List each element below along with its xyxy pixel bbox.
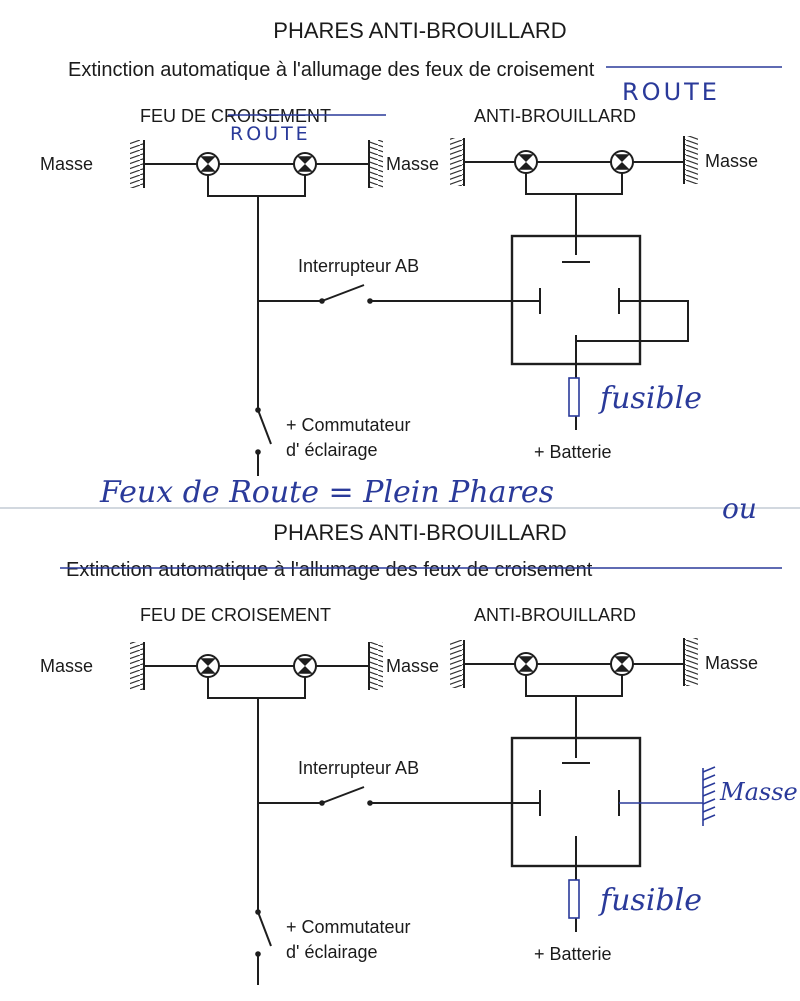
top-subtitle: Extinction automatique à l'allumage des …: [68, 59, 595, 81]
top-title: PHARES ANTI-BROUILLARD: [273, 18, 566, 43]
switch-lever: [257, 911, 272, 947]
top-label-feu: FEU DE CROISEMENT: [140, 106, 331, 126]
top-label-feu-prefix: FEU DE: [140, 106, 211, 126]
ground-hatch-icon: [369, 140, 383, 188]
wire: [576, 300, 689, 342]
switch-lever: [321, 284, 365, 302]
wire: [207, 677, 306, 699]
lamp-icon: [610, 150, 634, 174]
top-commutateur-line2: d' éclairage: [286, 440, 378, 460]
bottom-masse-handwritten: Masse: [719, 778, 798, 806]
fuse-icon: [568, 879, 580, 919]
bottom-fuse-handwritten: fusible: [598, 883, 702, 918]
bottom-switch-label: Interrupteur AB: [298, 758, 419, 778]
top-masse-left: Masse: [40, 154, 93, 174]
ground-hatch-icon: [450, 640, 464, 688]
top-batterie: + Batterie: [534, 442, 612, 462]
wire: [207, 175, 306, 197]
ground-hatch-icon: [130, 140, 144, 188]
bottom-masse-left: Masse: [40, 656, 93, 676]
handwritten-or: ou: [722, 492, 757, 525]
bottom-masse-middle: Masse: [386, 656, 439, 676]
handwritten-ground-icon: [702, 766, 716, 821]
ground-hatch-icon: [684, 136, 698, 184]
switch-lever: [257, 409, 272, 445]
top-label-feu-handwritten-route: ROUTE: [230, 123, 311, 145]
bottom-batterie: + Batterie: [534, 944, 612, 964]
lamp-icon: [293, 152, 317, 176]
lamp-icon: [514, 150, 538, 174]
wire: [525, 675, 623, 697]
bottom-label-antibrouillard: ANTI-BROUILLARD: [474, 605, 636, 625]
lamp-icon: [514, 652, 538, 676]
lamp-icon: [610, 652, 634, 676]
top-subtitle-struck: de croisement: [469, 59, 595, 81]
top-masse-middle: Masse: [386, 154, 439, 174]
fuse-icon: [568, 377, 580, 417]
bottom-title: PHARES ANTI-BROUILLARD: [273, 520, 566, 545]
bottom-subtitle-struck: Extinction automatique à l'allumage des …: [66, 559, 593, 581]
lamp-icon: [196, 152, 220, 176]
top-subtitle-prefix: Extinction automatique à l'allumage des …: [68, 59, 469, 81]
lamp-icon: [196, 654, 220, 678]
bottom-label-feu: FEU DE CROISEMENT: [140, 605, 331, 625]
wire: [525, 173, 623, 195]
top-fuse-handwritten: fusible: [598, 381, 702, 416]
top-commutateur-line1: + Commutateur: [286, 415, 411, 435]
ground-hatch-icon: [684, 638, 698, 686]
top-subtitle-handwritten-route: ROUTE: [622, 78, 720, 106]
bottom-masse-right: Masse: [705, 653, 758, 673]
switch-lever: [321, 786, 365, 804]
diagram-top: PHARES ANTI-BROUILLARD Extinction automa…: [40, 18, 782, 476]
ground-hatch-icon: [450, 138, 464, 186]
top-label-feu-struck: CROISEMENT: [211, 106, 331, 126]
bottom-commutateur-line1: + Commutateur: [286, 917, 411, 937]
top-switch-label: Interrupteur AB: [298, 256, 419, 276]
top-label-antibrouillard: ANTI-BROUILLARD: [474, 106, 636, 126]
ground-hatch-icon: [369, 642, 383, 690]
top-masse-right: Masse: [705, 151, 758, 171]
ground-hatch-icon: [130, 642, 144, 690]
diagram-bottom: PHARES ANTI-BROUILLARD Extinction automa…: [40, 520, 798, 985]
handwritten-note: Feux de Route = Plein Phares: [99, 475, 554, 510]
lamp-icon: [293, 654, 317, 678]
bottom-commutateur-line2: d' éclairage: [286, 942, 378, 962]
